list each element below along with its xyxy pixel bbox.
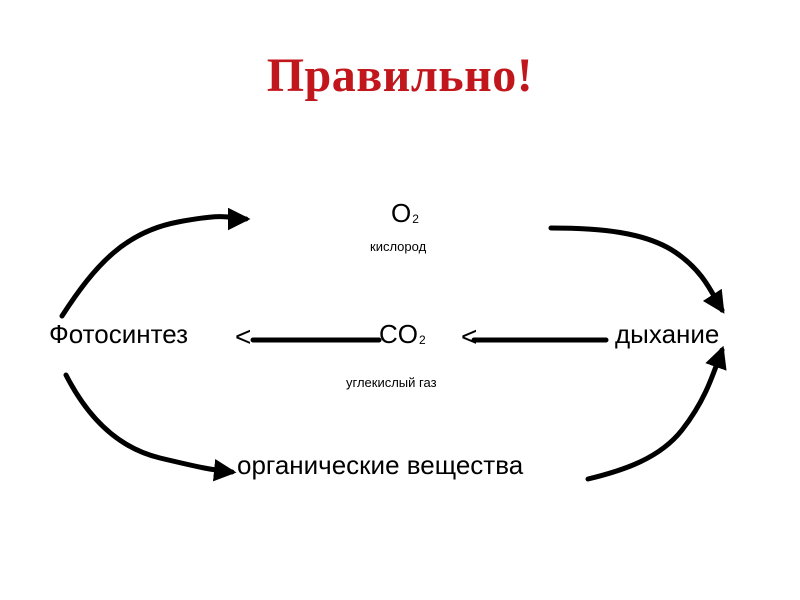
- oxygen-formula: O2: [391, 198, 419, 229]
- arrow-photosynthesis-to-oxygen: [59, 207, 251, 319]
- organic-substances-label: органические вещества: [237, 450, 524, 480]
- co2-name: углекислый газ: [346, 375, 437, 390]
- page-title: Правильно!: [266, 49, 534, 102]
- co2-formula-subscript: 2: [419, 333, 426, 347]
- arrow-oxygen-to-respiration: [548, 225, 725, 314]
- arrow-photosynthesis-to-organic: [63, 372, 237, 482]
- arrowhead-chevron-right: <: [461, 321, 478, 352]
- oxygen-formula-main: O: [391, 198, 412, 228]
- arrowhead-chevron-left: <: [235, 321, 252, 352]
- co2-formula: CO2: [379, 319, 426, 350]
- respiration-label: дыхание: [615, 319, 720, 349]
- oxygen-name: кислород: [370, 239, 427, 254]
- oxygen-formula-subscript: 2: [412, 212, 419, 226]
- arrow-organic-to-respiration: [585, 345, 727, 482]
- photosynthesis-label: Фотосинтез: [49, 319, 189, 349]
- co2-formula-main: CO: [379, 319, 418, 349]
